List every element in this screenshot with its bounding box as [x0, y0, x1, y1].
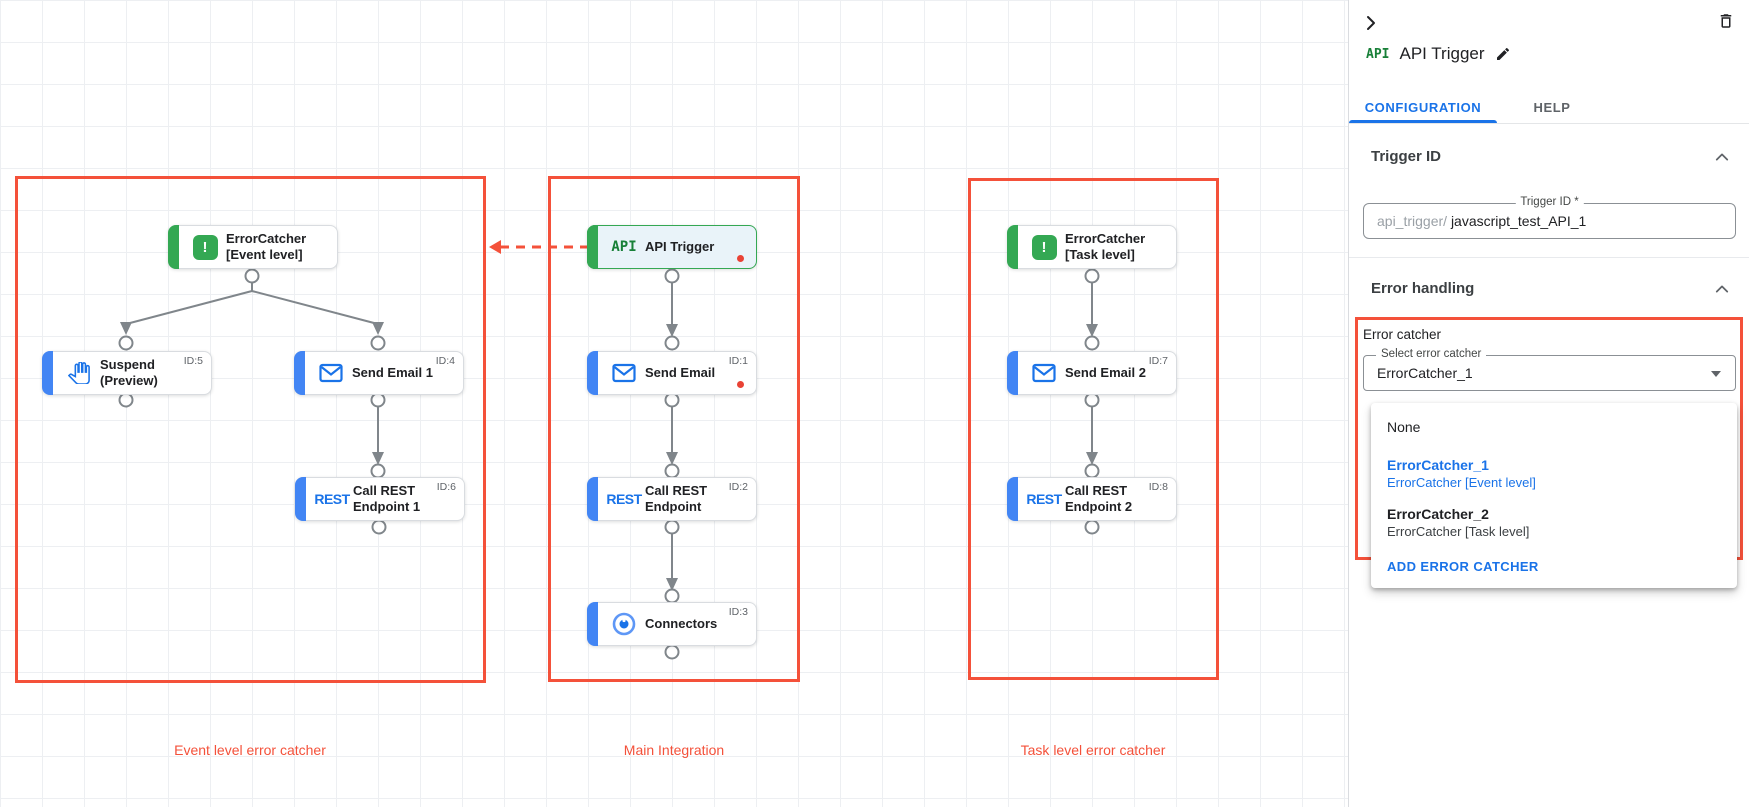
select-label: Select error catcher: [1376, 348, 1487, 360]
node-connectors[interactable]: Connectors ID:3: [587, 602, 757, 646]
error-catcher-icon: !: [1028, 234, 1060, 260]
node-id: ID:8: [1148, 481, 1168, 493]
section-error-handling-heading: Error handling: [1371, 280, 1475, 297]
error-indicator-dot: [737, 255, 744, 262]
api-badge: API: [1366, 46, 1390, 62]
group-label-task-level: Task level error catcher: [1020, 742, 1166, 758]
node-accent-bar: [1007, 225, 1018, 269]
rest-icon: REST: [1026, 491, 1062, 507]
collapse-section-icon[interactable]: [1715, 150, 1729, 169]
trigger-id-input[interactable]: api_trigger/ javascript_test_API_1: [1377, 213, 1587, 229]
node-send-email-1[interactable]: Send Email 1 ID:4: [294, 351, 464, 395]
node-accent-bar: [294, 351, 305, 395]
node-accent-bar: [587, 602, 598, 646]
node-errorcatcher-event-level[interactable]: ! ErrorCatcher[Event level]: [168, 225, 338, 269]
error-catcher-caption: Error catcher: [1363, 327, 1442, 342]
node-id: ID:7: [1148, 355, 1168, 367]
node-label: Connectors: [645, 616, 718, 632]
tab-configuration[interactable]: CONFIGURATION: [1349, 88, 1497, 123]
node-send-email[interactable]: Send Email ID:1: [587, 351, 757, 395]
edit-title-icon[interactable]: [1495, 46, 1511, 62]
menu-option-errorcatcher-1[interactable]: ErrorCatcher_1 ErrorCatcher [Event level…: [1387, 457, 1536, 490]
panel-title: API Trigger: [1399, 44, 1485, 63]
config-panel: API API Trigger CONFIGURATION HELP Trigg…: [1348, 0, 1749, 807]
node-accent-bar: [587, 351, 598, 395]
group-label-event-level: Event level error catcher: [174, 742, 326, 758]
group-box-task-level: [968, 178, 1219, 680]
group-label-main: Main Integration: [623, 742, 725, 758]
node-id: ID:6: [436, 481, 456, 493]
node-accent-bar: [1007, 477, 1018, 521]
error-route-arrowhead: [489, 240, 501, 254]
error-catcher-select[interactable]: Select error catcher ErrorCatcher_1: [1363, 348, 1736, 391]
node-label: API Trigger: [645, 239, 715, 255]
hand-icon: [63, 362, 95, 384]
rest-icon: REST: [606, 491, 642, 507]
envelope-icon: [608, 363, 640, 383]
add-error-catcher-button[interactable]: ADD ERROR CATCHER: [1387, 559, 1539, 574]
error-catcher-dropdown-menu: None ErrorCatcher_1 ErrorCatcher [Event …: [1371, 403, 1737, 588]
menu-option-errorcatcher-2[interactable]: ErrorCatcher_2 ErrorCatcher [Task level]: [1387, 506, 1530, 539]
node-id: ID:3: [728, 606, 748, 618]
node-id: ID:1: [728, 355, 748, 367]
node-send-email-2[interactable]: Send Email 2 ID:7: [1007, 351, 1177, 395]
node-label: ErrorCatcher[Task level]: [1065, 231, 1146, 262]
node-label: Send Email 1: [352, 365, 433, 381]
connectors-icon: [608, 611, 640, 637]
section-trigger-id-heading: Trigger ID: [1371, 148, 1442, 165]
node-id: ID:2: [728, 481, 748, 493]
node-accent-bar: [168, 225, 179, 269]
node-id: ID:4: [435, 355, 455, 367]
node-accent-bar: [587, 225, 598, 269]
node-errorcatcher-task-level[interactable]: ! ErrorCatcher[Task level]: [1007, 225, 1177, 269]
tab-help[interactable]: HELP: [1533, 100, 1571, 115]
api-trigger-icon: API: [611, 239, 637, 255]
integration-canvas[interactable]: ! ErrorCatcher[Event level] Suspend(Prev…: [0, 0, 1348, 807]
envelope-icon: [315, 363, 347, 383]
rest-icon: REST: [314, 491, 350, 507]
envelope-icon: [1028, 363, 1060, 383]
dropdown-caret-icon: [1711, 371, 1721, 377]
group-box-event-level: [15, 176, 486, 683]
node-id: ID:5: [183, 355, 203, 367]
select-value: ErrorCatcher_1: [1377, 365, 1473, 381]
trigger-id-field-label: Trigger ID *: [1515, 196, 1584, 208]
node-label: ErrorCatcher[Event level]: [226, 231, 307, 262]
node-suspend[interactable]: Suspend(Preview) ID:5: [42, 351, 212, 395]
node-label: Send Email: [645, 365, 716, 381]
node-accent-bar: [42, 351, 53, 395]
group-box-main: [548, 176, 800, 682]
node-label: Send Email 2: [1065, 365, 1146, 381]
panel-tabs: CONFIGURATION HELP: [1349, 88, 1749, 124]
menu-option-none[interactable]: None: [1387, 419, 1421, 435]
delete-trigger-button[interactable]: [1714, 9, 1738, 33]
trigger-id-field[interactable]: Trigger ID * api_trigger/ javascript_tes…: [1363, 196, 1736, 239]
error-indicator-dot: [737, 381, 744, 388]
node-accent-bar: [295, 477, 306, 521]
node-accent-bar: [587, 477, 598, 521]
section-divider: [1349, 257, 1749, 258]
node-label: Suspend(Preview): [100, 357, 158, 388]
error-catcher-icon: !: [189, 234, 221, 260]
collapse-panel-button[interactable]: [1359, 11, 1383, 35]
node-accent-bar: [1007, 351, 1018, 395]
collapse-section-icon[interactable]: [1715, 282, 1729, 301]
node-api-trigger[interactable]: API API Trigger: [587, 225, 757, 269]
